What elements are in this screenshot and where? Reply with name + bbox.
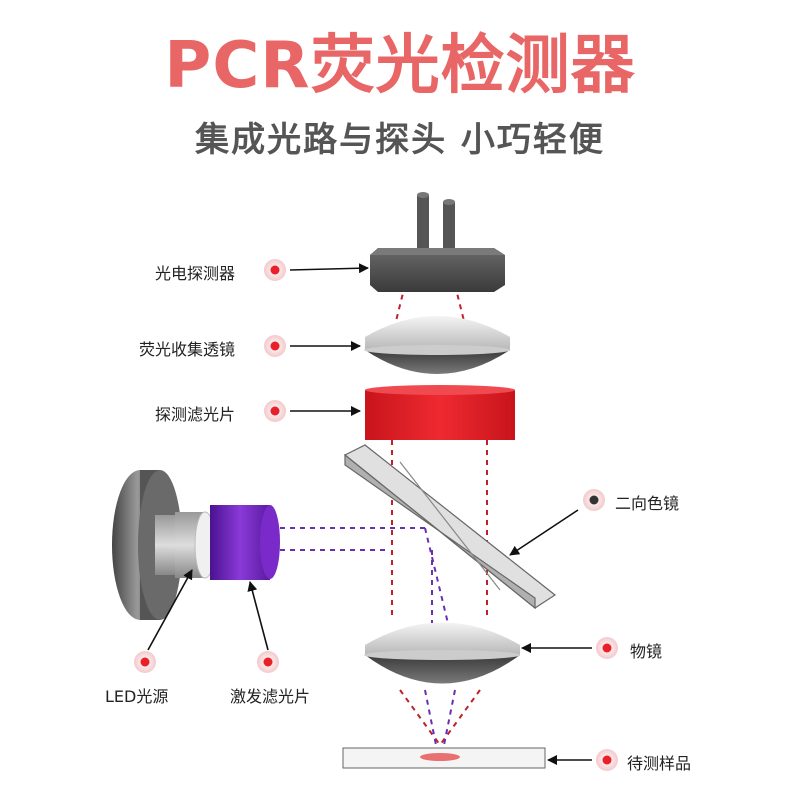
detect-filter-bullet [264, 400, 286, 422]
label-photodetector: 光电探测器 [155, 264, 236, 283]
page-title: PCR荧光检测器 [164, 29, 636, 103]
fluorescence-beam [391, 284, 488, 746]
objective-lens-component [364, 622, 520, 684]
bullet-dots [134, 259, 618, 771]
label-dichroic: 二向色镜 [615, 494, 680, 513]
label-detect-filter: 探测滤光片 [155, 405, 236, 424]
excite-filter-bullet [257, 651, 279, 673]
leader-arrows [147, 263, 592, 765]
label-collect-lens: 荧光收集透镜 [139, 340, 236, 359]
page-subtitle: 集成光路与探头 小巧轻便 [195, 120, 605, 160]
excitation-filter-component [210, 505, 280, 580]
label-sample: 待测样品 [627, 754, 692, 773]
collect-lens-bullet [264, 335, 286, 357]
label-led: LED光源 [105, 687, 169, 706]
led-bullet [134, 651, 156, 673]
detection-filter-component [365, 385, 515, 440]
label-objective: 物镜 [630, 642, 663, 661]
led-source-component [112, 470, 216, 620]
objective-bullet [596, 637, 618, 659]
sample-bullet [596, 749, 618, 771]
label-excite-filter: 激发滤光片 [230, 687, 311, 706]
sample-slide-component [342, 747, 546, 769]
dichroic-mirror-component [343, 444, 557, 610]
photodetector-component [370, 192, 505, 292]
dichroic-bullet [583, 489, 605, 511]
photodetector-bullet [264, 259, 286, 281]
collecting-lens-component [364, 316, 510, 374]
